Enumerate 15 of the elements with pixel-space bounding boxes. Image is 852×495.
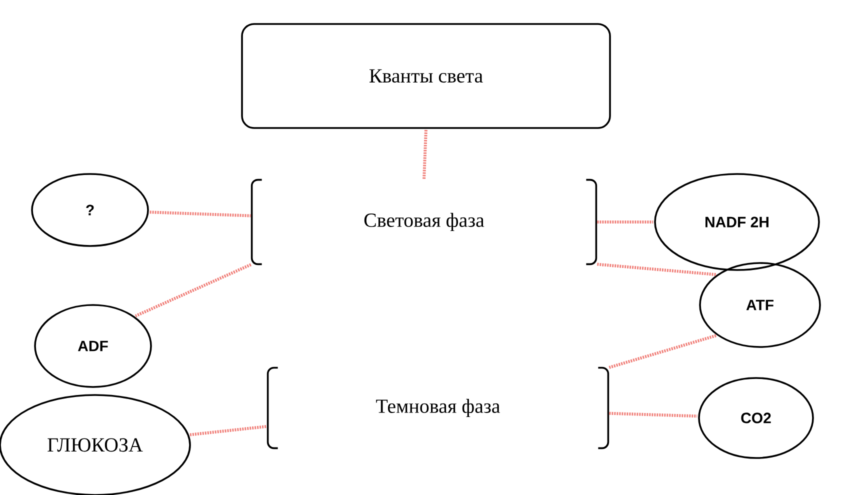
ellipse-node: ?	[31, 173, 149, 247]
ellipse-node: CO2	[698, 377, 814, 459]
connector-line	[150, 210, 251, 218]
connector-line	[609, 412, 698, 418]
phase-bracket-box: Темновая фаза	[266, 366, 610, 450]
ellipse-node: ADF	[34, 304, 152, 388]
process-box: Кванты света	[241, 23, 611, 129]
ellipse-node: ATF	[699, 262, 821, 348]
ellipse-node: NADF 2H	[654, 173, 820, 271]
connector-line	[190, 424, 267, 436]
connector-line	[597, 220, 654, 224]
phase-bracket-box: Световая фаза	[250, 178, 598, 266]
connector-line	[608, 334, 716, 369]
connector-line	[134, 263, 252, 318]
connector-line	[422, 130, 428, 179]
